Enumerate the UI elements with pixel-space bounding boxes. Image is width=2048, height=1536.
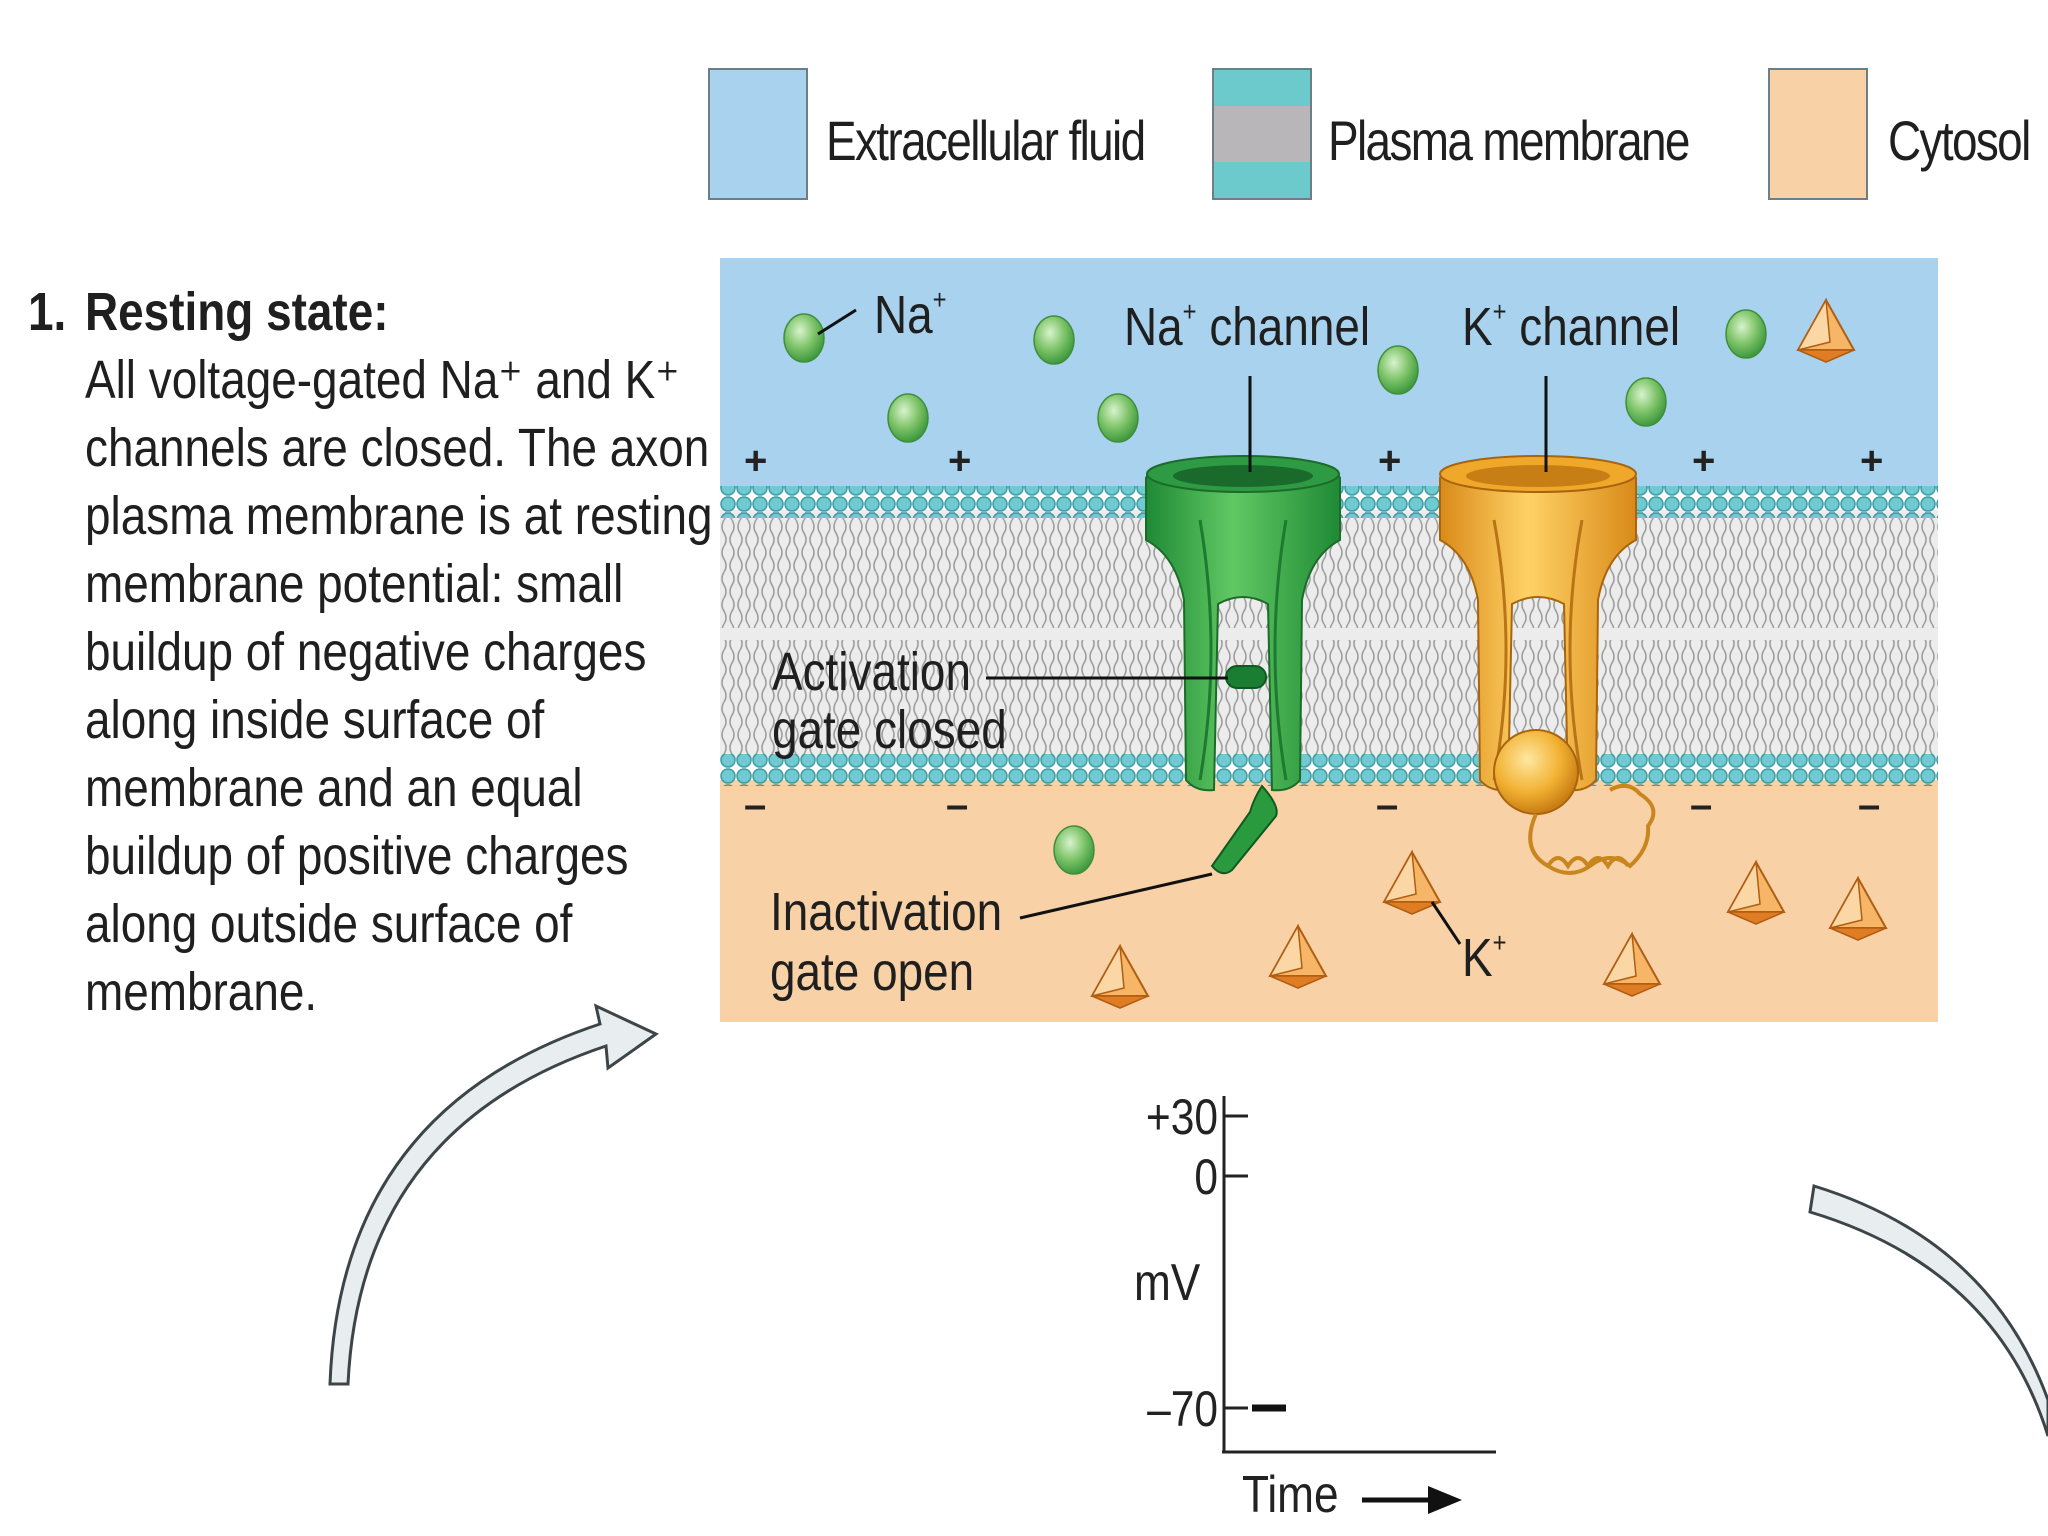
inside-charge: – (744, 783, 766, 827)
na-ion (1097, 393, 1139, 443)
na-ion (1377, 345, 1419, 395)
time-arrowhead-icon (1428, 1486, 1462, 1514)
body-line: buildup of negative charges (85, 622, 647, 682)
legend-swatch-extracellular (708, 68, 808, 200)
na-ion (1625, 377, 1667, 427)
legend-swatch-cytosol (1768, 68, 1868, 200)
inside-charge: – (1376, 783, 1398, 827)
k-channel-ball-gate (1493, 729, 1579, 815)
step-title: Resting state: (85, 282, 389, 342)
body-line: plasma membrane is at resting (85, 486, 713, 546)
body-line: along outside surface of (85, 894, 573, 954)
na-ion (887, 393, 929, 443)
cycle-arrow-left (328, 1003, 659, 1386)
inside-charge: – (1858, 783, 1880, 827)
body-line: membrane potential: small (85, 554, 624, 614)
legend-label-extracellular: Extracellular fluid (826, 109, 1146, 172)
body-line: membrane. (85, 962, 318, 1022)
na-channel (1145, 455, 1341, 875)
graph-tick-label: 0 (1194, 1149, 1218, 1205)
activation-gate (1225, 665, 1267, 689)
activation-gate-label: Activation (772, 642, 971, 702)
activation-gate-label: gate closed (772, 700, 1007, 760)
na-ion-label: Na+ (874, 283, 947, 345)
graph-tick-label: –70 (1147, 1381, 1218, 1437)
graph-tick-label: +30 (1146, 1089, 1218, 1145)
outside-charge: + (1692, 439, 1715, 483)
extracellular-region (720, 258, 1938, 488)
outside-charge: + (1378, 439, 1401, 483)
outside-charge: + (1860, 439, 1883, 483)
graph-y-label: mV (1134, 1254, 1200, 1312)
inside-charge: – (946, 783, 968, 827)
inactivation-gate (1210, 784, 1278, 875)
k-channel-label: K+ channel (1462, 295, 1680, 357)
membrane-potential-graph: +300 –70 mV Time (1134, 1089, 1496, 1524)
inactivation-gate-label: Inactivation (770, 882, 1002, 942)
outside-charge: + (744, 439, 767, 483)
outside-charge: + (948, 439, 971, 483)
legend-label-plasma-membrane: Plasma membrane (1328, 109, 1690, 172)
step-number: 1. (28, 282, 67, 342)
legend-label-cytosol: Cytosol (1888, 109, 2031, 172)
inside-charge: – (1690, 783, 1712, 827)
body-line: along inside surface of (85, 690, 545, 750)
k-channel (1439, 455, 1656, 875)
na-ion (1033, 315, 1075, 365)
body-line: channels are closed. The axon (85, 418, 710, 478)
graph-x-label: Time (1242, 1466, 1339, 1524)
legend-swatch-plasma-membrane (1212, 68, 1312, 200)
membrane-charges: + + + + + – – – – – (744, 439, 1883, 827)
na-channel-label: Na+ channel (1124, 295, 1370, 357)
k-ion-label: K+ (1462, 926, 1507, 988)
na-ion (1053, 825, 1095, 875)
inactivation-gate-label: gate open (770, 942, 974, 1002)
body-line: All voltage-gated Na⁺ and K⁺ (85, 350, 680, 410)
step-body: All voltage-gated Na⁺ and K⁺ channels ar… (85, 346, 713, 1026)
cycle-arrow-right (1808, 1184, 2048, 1437)
body-line: buildup of positive charges (85, 826, 629, 886)
na-ion (783, 313, 825, 363)
na-ion (1725, 309, 1767, 359)
body-line: membrane and an equal (85, 758, 583, 818)
